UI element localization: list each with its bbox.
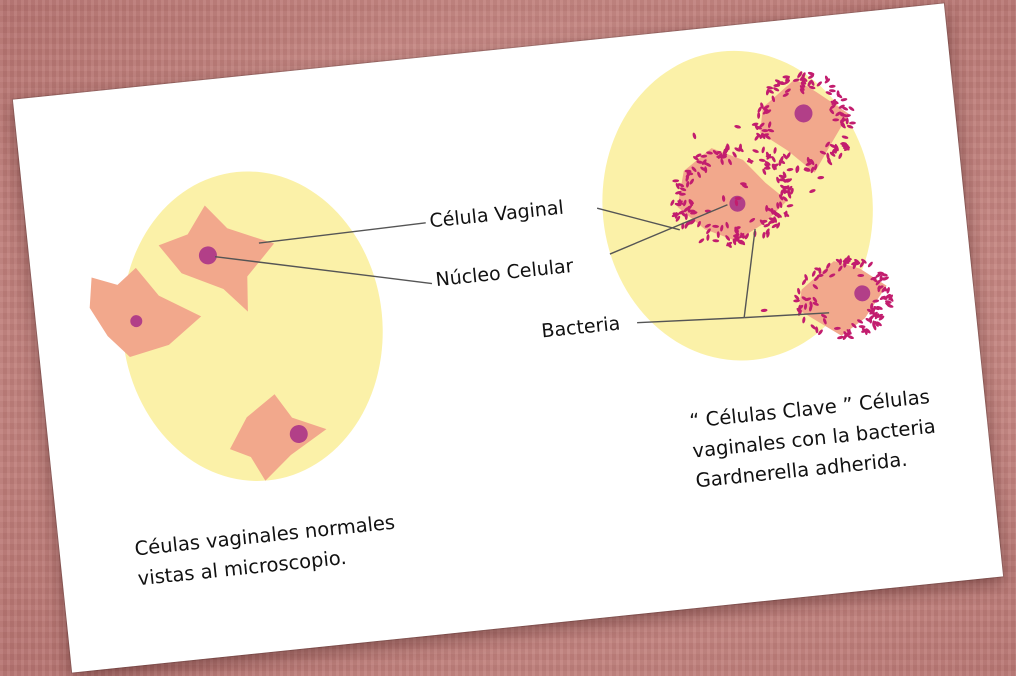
bacterium [829, 85, 836, 89]
bacterium [848, 105, 855, 111]
bacterium [840, 98, 847, 102]
bacterium [859, 325, 866, 329]
bacterium [867, 261, 874, 268]
normal-cells-field [77, 159, 397, 497]
diagram-card: Célula Vaginal Núcleo Celular Bacteria C… [13, 3, 1003, 672]
clue-cells-field [587, 36, 899, 373]
bacterium [735, 197, 742, 200]
